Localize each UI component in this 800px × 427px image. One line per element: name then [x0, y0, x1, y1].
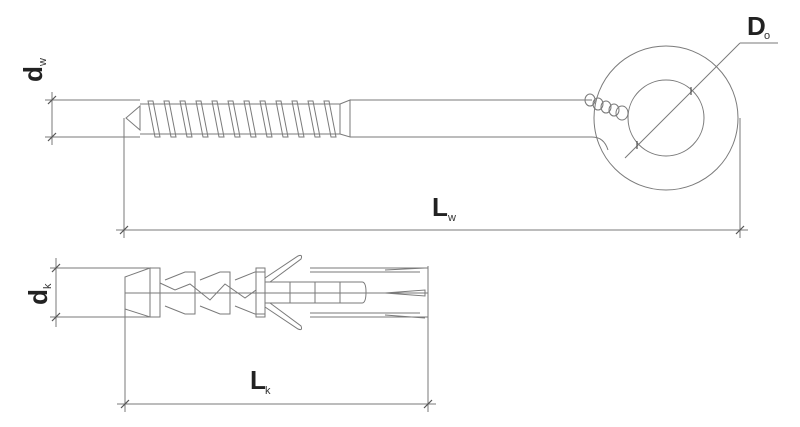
- svg-text:d: d: [18, 66, 48, 82]
- thread-turn: [291, 100, 305, 138]
- screw-thread: [147, 100, 337, 138]
- thread-turn: [323, 100, 337, 138]
- eye-outer-ring: [593, 45, 739, 191]
- svg-text:L: L: [250, 365, 266, 395]
- svg-text:w: w: [37, 58, 49, 67]
- wall-plug: [124, 254, 429, 331]
- dk-dimension: [50, 258, 150, 327]
- svg-text:D: D: [747, 11, 766, 41]
- dk-label: d k: [23, 283, 54, 305]
- svg-text:d: d: [23, 289, 53, 305]
- svg-text:k: k: [265, 385, 271, 397]
- lw-label: L w: [432, 192, 456, 224]
- svg-text:o: o: [764, 30, 770, 42]
- svg-text:k: k: [42, 283, 54, 289]
- eye-inner-ring: [627, 79, 705, 157]
- thread-turn: [147, 100, 161, 138]
- thread-turn: [243, 100, 257, 138]
- thread-turn: [179, 100, 193, 138]
- thread-turn: [227, 100, 241, 138]
- weld-coil: [584, 93, 629, 121]
- thread-turn: [307, 100, 321, 138]
- do-label: D o: [747, 11, 770, 42]
- thread-turn: [163, 100, 177, 138]
- thread-turn: [195, 100, 209, 138]
- thread-turn: [211, 100, 225, 138]
- lk-dimension: [117, 293, 436, 412]
- svg-text:w: w: [447, 212, 456, 224]
- thread-turn: [275, 100, 289, 138]
- eye-screw: [125, 42, 778, 191]
- dw-dimension: [45, 92, 140, 145]
- lw-dimension: [116, 118, 748, 238]
- thread-turn: [259, 100, 273, 138]
- lk-label: L k: [250, 365, 271, 397]
- svg-text:L: L: [432, 192, 448, 222]
- dw-label: d w: [18, 58, 49, 82]
